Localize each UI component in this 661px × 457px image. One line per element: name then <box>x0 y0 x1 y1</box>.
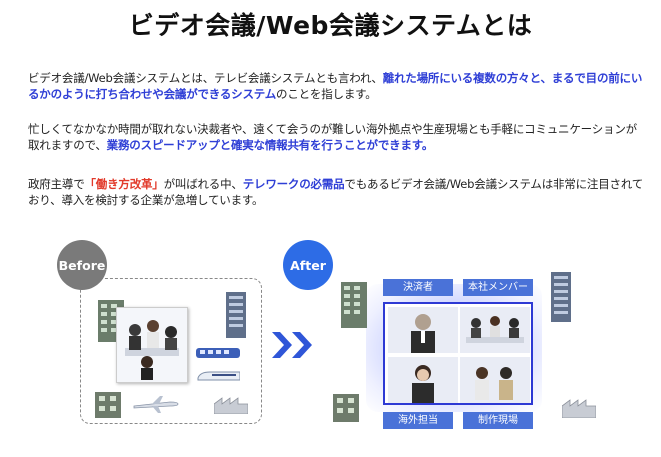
highlight-speed-up: 業務のスピードアップと確実な情報共有を行うことができます。 <box>106 138 434 152</box>
intro-paragraph: ビデオ会議/Web会議システムとは、テレビ会議システムとも言われ、離れた場所にい… <box>28 71 643 101</box>
airplane-icon <box>133 396 179 413</box>
after-badge: After <box>283 240 333 290</box>
participant-executive <box>388 307 458 353</box>
warehouse-icon <box>562 399 596 418</box>
workers-icon <box>475 367 513 400</box>
factory-building-icon <box>333 394 359 422</box>
before-badge: Before <box>57 240 107 290</box>
label-decision-maker: 決済者 <box>383 279 453 296</box>
label-hq-members: 本社メンバー <box>463 279 533 296</box>
highlight-work-reform: 「働き方改革」 <box>84 177 164 191</box>
highlight-telework: テレワークの必需品 <box>242 177 345 191</box>
video-conference-grid <box>383 302 533 405</box>
bullet-train-icon <box>197 371 240 381</box>
chevron-right-icon <box>272 332 312 358</box>
page-title: ビデオ会議/Web会議システムとは <box>128 11 533 40</box>
trend-paragraph: 政府主導で「働き方改革」が叫ばれる中、テレワークの必需品でもあるビデオ会議/We… <box>28 177 644 207</box>
participant-hq-members <box>460 307 530 353</box>
people-meeting-icon <box>466 316 524 343</box>
people-meeting-icon <box>125 320 179 380</box>
tower-building-icon <box>226 292 246 338</box>
highlight-remote-meeting: 離れた場所にいる複数の方々と、まるで目の前にいるかのように打ち合わせや会議ができ… <box>28 71 643 101</box>
factory-building-icon <box>95 392 121 418</box>
warehouse-icon <box>214 397 248 414</box>
businessman-icon <box>411 314 435 353</box>
businesswoman-icon <box>412 365 434 403</box>
office-building-icon <box>341 282 367 328</box>
participant-overseas <box>388 357 458 403</box>
label-overseas-staff: 海外担当 <box>383 412 453 429</box>
meeting-room-photo <box>116 307 188 383</box>
tower-building-icon <box>551 272 571 322</box>
label-production-site: 制作現場 <box>463 412 533 429</box>
train-icon <box>196 348 240 358</box>
benefit-paragraph: 忙しくてなかなか時間が取れない決裁者や、遠くて会うのが難しい海外拠点や生産現場と… <box>28 122 637 152</box>
participant-production-site <box>460 357 530 403</box>
